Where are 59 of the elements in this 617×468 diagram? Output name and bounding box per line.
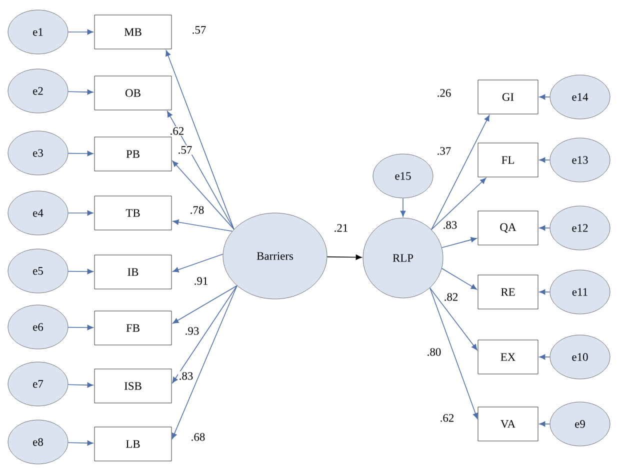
arrow bbox=[441, 237, 477, 248]
arrow bbox=[430, 287, 478, 420]
edge-label: .82 bbox=[443, 292, 459, 302]
arrow bbox=[172, 160, 234, 230]
arrow bbox=[68, 210, 94, 216]
edge-label: .68 bbox=[190, 432, 206, 442]
arrow bbox=[539, 225, 550, 231]
arrow bbox=[326, 254, 362, 260]
indicator-box: FL bbox=[478, 142, 538, 178]
edge-label: .26 bbox=[436, 88, 452, 98]
indicator-box: GI bbox=[478, 80, 538, 114]
arrow bbox=[172, 285, 238, 440]
edge-label: .21 bbox=[333, 223, 349, 233]
indicator-box: TB bbox=[94, 196, 172, 230]
edge-label: .57 bbox=[177, 145, 193, 155]
edge-label: .83 bbox=[178, 371, 194, 381]
indicator-box: EX bbox=[478, 340, 538, 374]
arrow bbox=[172, 285, 238, 324]
arrow bbox=[167, 111, 234, 230]
arrow bbox=[539, 94, 550, 100]
arrow bbox=[68, 29, 94, 35]
arrow bbox=[172, 254, 224, 272]
indicator-box: RE bbox=[478, 274, 538, 310]
arrow bbox=[166, 50, 234, 230]
edge-label: .78 bbox=[189, 205, 205, 215]
edge-label: .57 bbox=[191, 25, 207, 35]
edge-label: .62 bbox=[439, 413, 455, 423]
arrow bbox=[172, 285, 238, 384]
arrow bbox=[539, 421, 550, 427]
arrow bbox=[430, 287, 478, 350]
edge-label: .62 bbox=[169, 126, 185, 136]
edge-label: .91 bbox=[193, 276, 209, 286]
arrow bbox=[400, 198, 406, 217]
arrow bbox=[431, 178, 486, 230]
arrow bbox=[539, 157, 550, 163]
indicator-box: PB bbox=[94, 136, 172, 172]
edge-label: .80 bbox=[426, 347, 442, 357]
indicator-box: MB bbox=[94, 14, 172, 50]
indicator-box: LB bbox=[94, 426, 172, 462]
edge-label: .37 bbox=[436, 146, 452, 156]
indicator-box: IB bbox=[94, 254, 172, 290]
arrow bbox=[172, 219, 233, 232]
arrow bbox=[68, 268, 94, 274]
indicator-box: FB bbox=[94, 310, 172, 346]
arrow bbox=[441, 268, 477, 290]
arrow bbox=[68, 440, 94, 446]
arrow bbox=[431, 115, 490, 230]
arrow bbox=[68, 89, 94, 95]
arrow bbox=[539, 354, 550, 360]
indicator-box: OB bbox=[94, 76, 172, 110]
indicator-box: QA bbox=[478, 210, 538, 246]
arrow bbox=[68, 150, 94, 156]
arrow bbox=[539, 289, 550, 295]
arrow bbox=[68, 324, 94, 330]
edge-label: .83 bbox=[442, 220, 458, 230]
edge-label: .93 bbox=[184, 326, 200, 336]
indicator-box: ISB bbox=[94, 368, 172, 404]
indicator-box: VA bbox=[478, 406, 538, 442]
arrow bbox=[68, 382, 94, 388]
